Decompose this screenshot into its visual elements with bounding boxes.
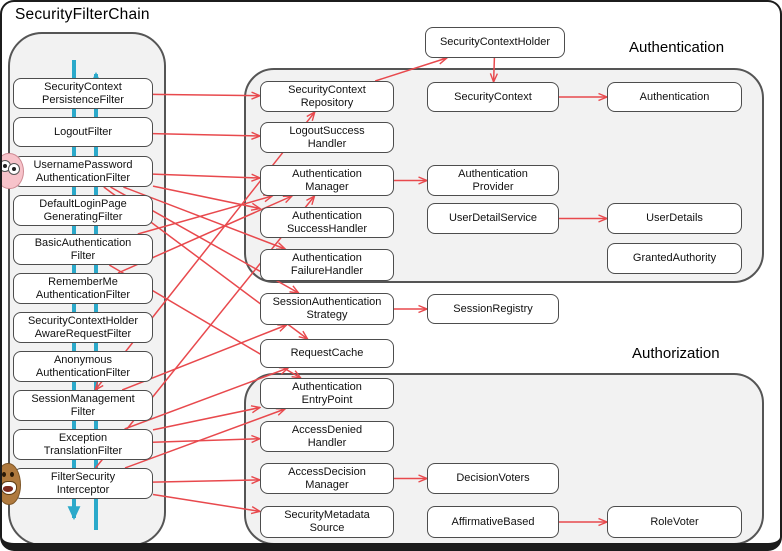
monkey-mouth-icon [2,481,17,495]
pink-creature-eye-icon [8,163,20,175]
diagram-box-security-context: SecurityContext [427,82,559,112]
diagram-box-anon-filter: Anonymous AuthenticationFilter [13,351,153,382]
diagram-box-sc-holder: SecurityContextHolder [425,27,565,58]
authorization-section-label: Authorization [632,345,720,362]
diagram-box-session-mgmt-filter: SessionManagement Filter [13,390,153,421]
diagram-box-request-cache: RequestCache [260,339,394,368]
diagram-box-affirmative-based: AffirmativeBased [427,506,559,538]
diagram-box-access-decision-manager: AccessDecision Manager [260,463,394,494]
diagram-box-auth-entry-point: Authentication EntryPoint [260,378,394,409]
diagram-box-remember-me-filter: RememberMe AuthenticationFilter [13,273,153,304]
diagram-box-session-registry: SessionRegistry [427,294,559,324]
pink-creature-icon [2,153,24,189]
diagram-box-success-handler: Authentication SuccessHandler [260,207,394,238]
diagram-box-role-voter: RoleVoter [607,506,742,538]
diagram-box-logout-success: LogoutSuccess Handler [260,122,394,153]
page-title: SecurityFilterChain [15,6,150,23]
diagram-box-granted-authority: GrantedAuthority [607,243,742,274]
diagram-box-sc-repo: SecurityContext Repository [260,81,394,112]
diagram-box-fsi-filter: FilterSecurity Interceptor [13,468,153,499]
diagram-box-access-denied-handler: AccessDenied Handler [260,421,394,452]
diagram-box-logout-filter: LogoutFilter [13,117,153,147]
diagram-box-ex-trans-filter: Exception TranslationFilter [13,429,153,460]
diagram-box-failure-handler: Authentication FailureHandler [260,249,394,281]
monkey-face-icon [2,463,21,505]
diagram-box-basic-filter: BasicAuthentication Filter [13,234,153,265]
diagram-box-user-details: UserDetails [607,203,742,234]
diagram-box-auth-manager: Authentication Manager [260,165,394,196]
monkey-eye-icon [2,472,6,477]
monkey-eye-icon [10,472,14,477]
diagram-box-auth-provider: Authentication Provider [427,165,559,196]
diagram-box-session-auth-strategy: SessionAuthentication Strategy [260,293,394,325]
authentication-section-label: Authentication [629,39,725,56]
diagram-box-user-detail-service: UserDetailService [427,203,559,234]
diagram-box-authentication: Authentication [607,82,742,112]
diagram-box-security-metadata-source: SecurityMetadata Source [260,506,394,538]
diagram-box-decision-voters: DecisionVoters [427,463,559,494]
diagram-box-dlp-filter: DefaultLoginPage GeneratingFilter [13,195,153,226]
diagram-box-sch-aware-filter: SecurityContextHolder AwareRequestFilter [13,312,153,343]
diagram-box-scp-filter: SecurityContext PersistenceFilter [13,78,153,109]
diagram-box-up-filter: UsernamePassword AuthenticationFilter [13,156,153,187]
